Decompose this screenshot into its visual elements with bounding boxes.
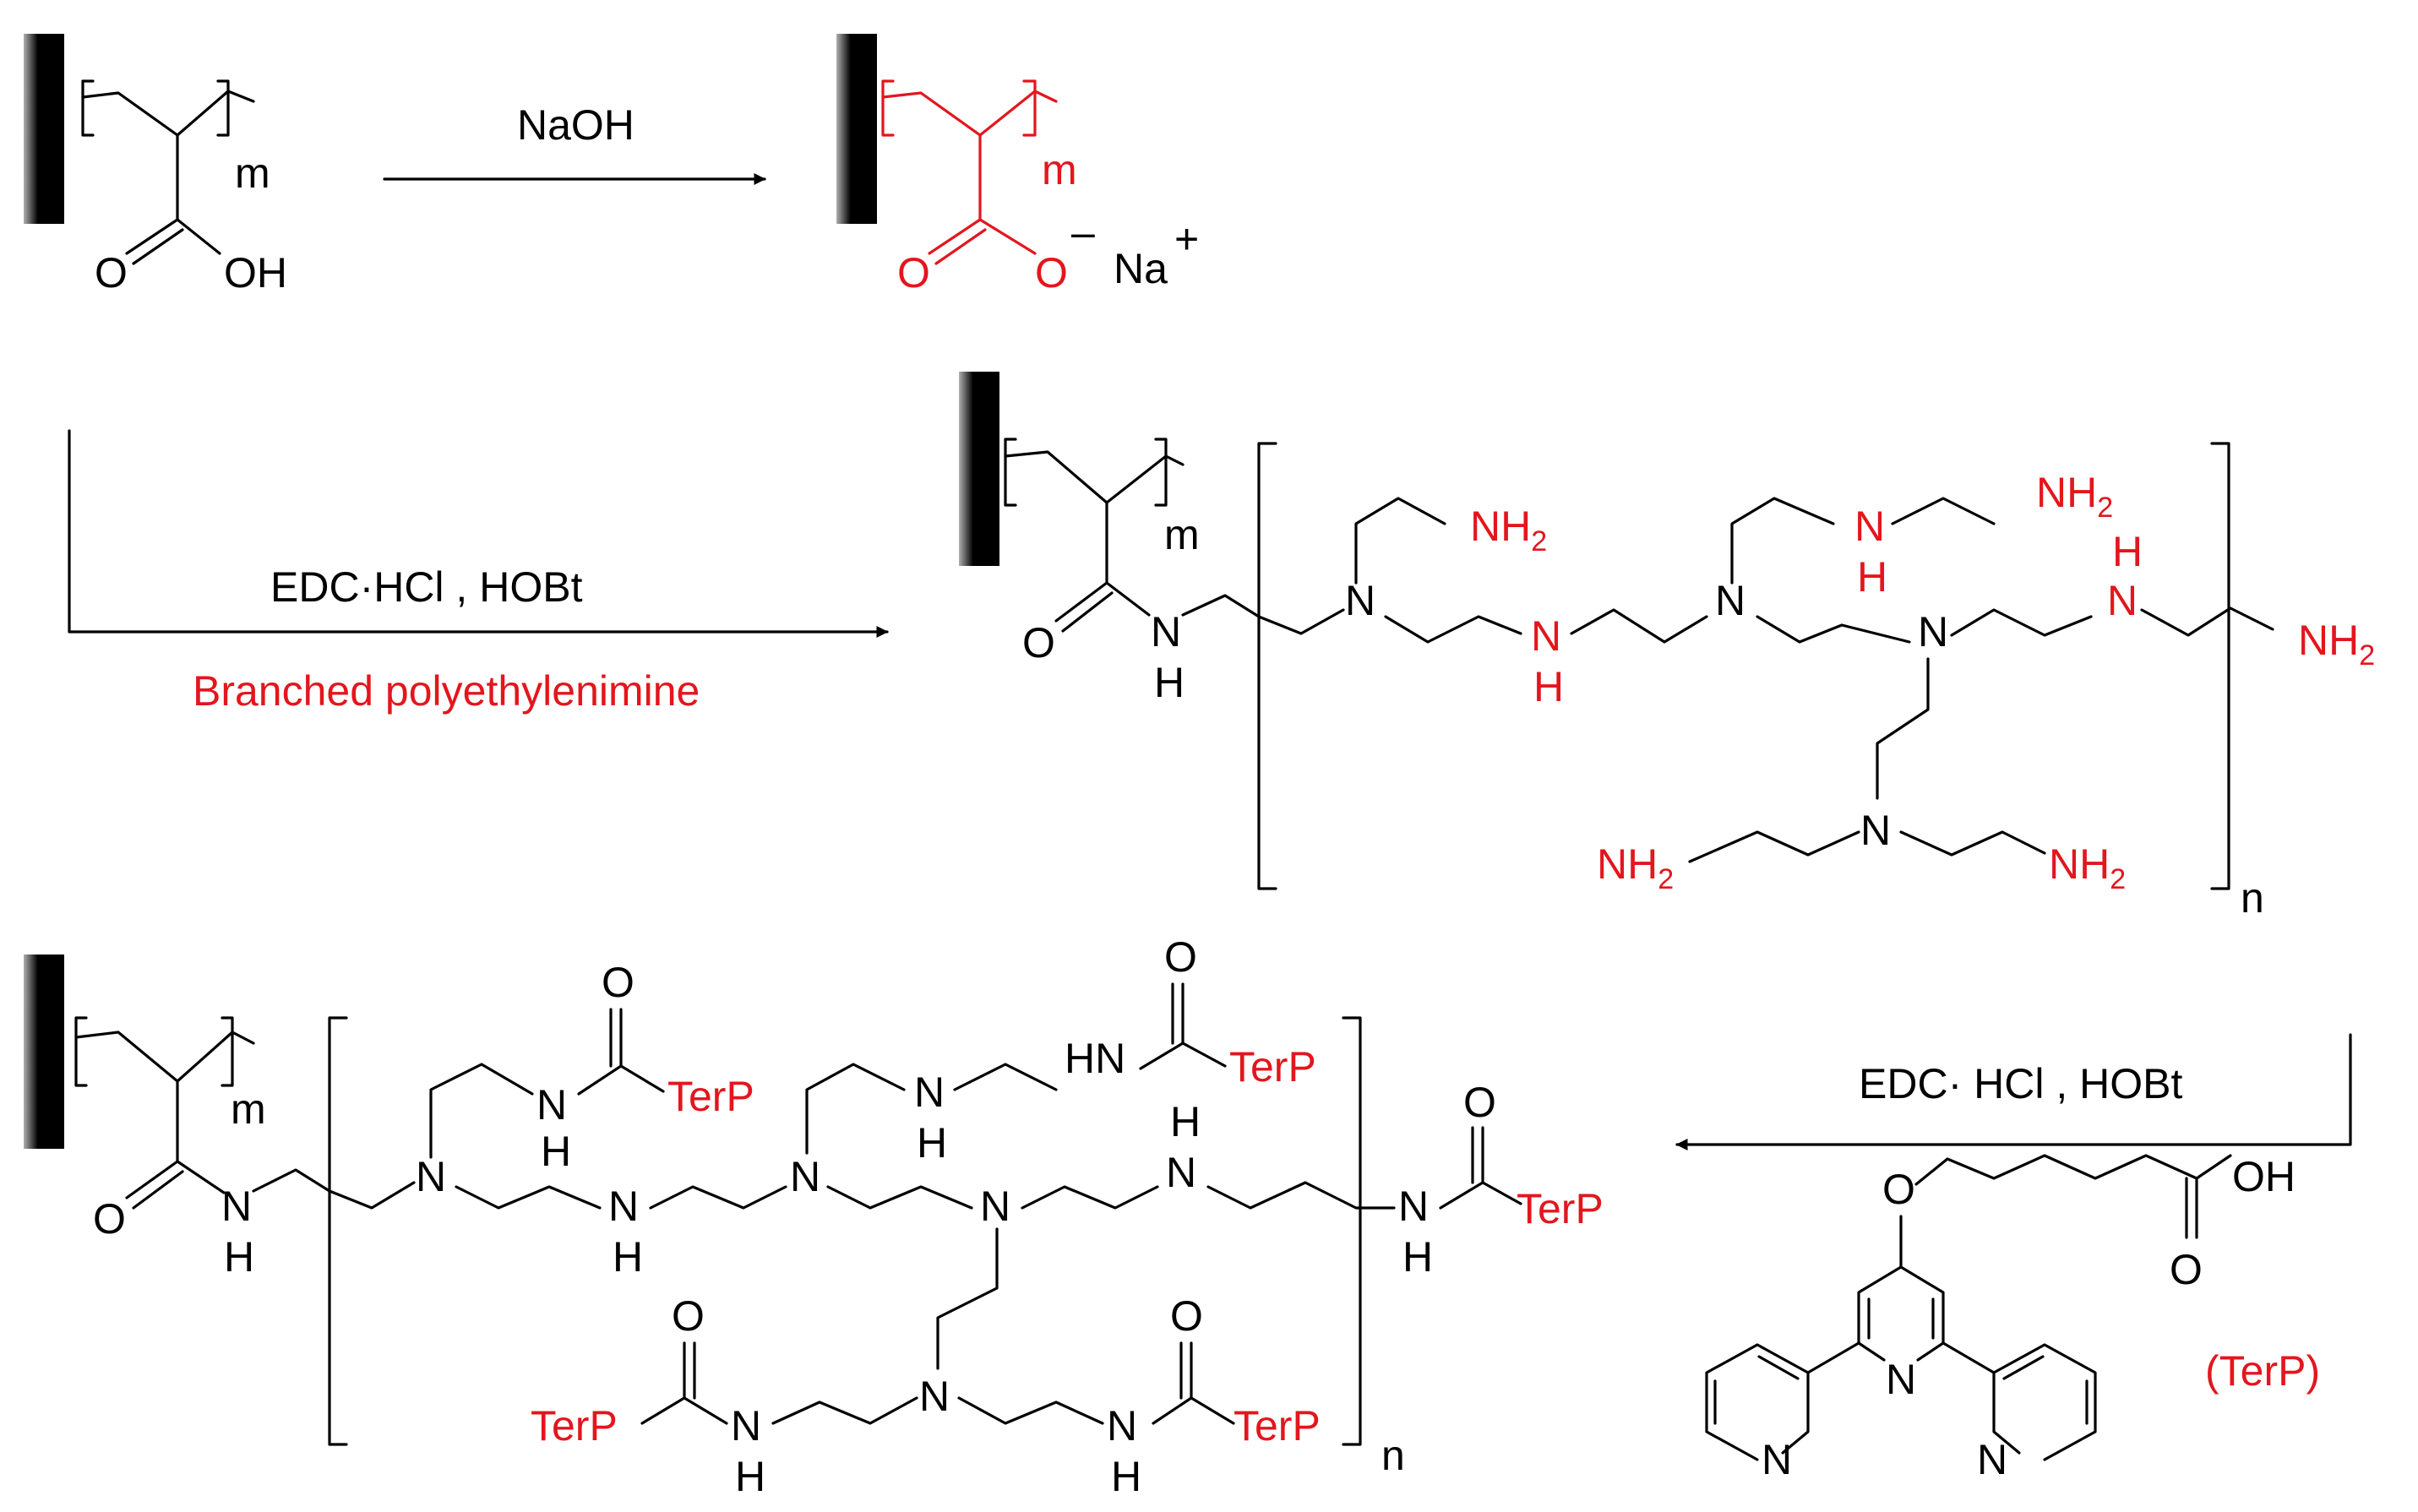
terp-pei-h-amide-8: H	[1402, 1233, 1433, 1281]
terp-pei-h-amide-11: H	[1111, 1453, 1141, 1500]
terp-group-2: TerP	[1229, 1043, 1316, 1090]
reagent-naoh: NaOH	[517, 101, 634, 149]
arrow-naoh: NaOH	[383, 101, 766, 185]
terp-pei-h-amide-1: H	[541, 1128, 571, 1175]
charge-plus: +	[1174, 215, 1199, 263]
carbonyl-o-1: O	[95, 249, 128, 296]
terp-group-4: TerP	[531, 1402, 618, 1449]
terp-pei-n-3: N	[790, 1153, 820, 1200]
terp-pei-n-1: N	[416, 1153, 446, 1200]
pei-nh-3: N	[2107, 577, 2138, 624]
terp-pei-n-amide-11: N	[1107, 1402, 1137, 1449]
terp-pei-h-amide-10: H	[735, 1453, 765, 1500]
terp-acid-oh: OH	[2232, 1153, 2295, 1200]
surface-bar	[836, 34, 877, 224]
pei-h-2: H	[1857, 553, 1887, 601]
pei-nh-1: N	[1531, 612, 1561, 660]
terp-pei-h-2: H	[613, 1233, 643, 1281]
pei-nh2-2: NH2	[2036, 469, 2113, 524]
terp-pei-n-amide-8: N	[1398, 1183, 1429, 1230]
terp-n-left: N	[1762, 1436, 1792, 1483]
index-m-2: m	[1042, 146, 1077, 193]
carbonyl-o-2: O	[897, 249, 930, 296]
terp-pei-n-4: N	[914, 1069, 945, 1116]
sodium: Na	[1114, 245, 1168, 292]
pei-nh-2: N	[1854, 503, 1885, 550]
amide-n-3: N	[1151, 608, 1181, 655]
paa-pei-terp-structure: m O N H n N N H O TerP N H N N H HN O	[24, 933, 1604, 1500]
terp-pei-n-7-h: H	[1170, 1098, 1201, 1145]
arrow-pei-coupling: EDC·HCl , HOBt Branched polyethylenimine	[68, 429, 889, 715]
index-m-4: m	[231, 1085, 266, 1133]
terp-ether-o: O	[1882, 1166, 1915, 1213]
reagent-branched-pei: Branched polyethylenimine	[193, 667, 700, 715]
amide-h-4: H	[224, 1233, 254, 1281]
amide-n-4: N	[221, 1183, 252, 1230]
pei-nh2-4: NH2	[1597, 840, 1674, 895]
terp-n-right: N	[1977, 1436, 2007, 1483]
pei-nh2-3: NH2	[2298, 617, 2375, 672]
terp-n-center: N	[1886, 1356, 1916, 1403]
carboxylate-o: O	[1035, 249, 1068, 296]
charge-minus: –	[1071, 209, 1095, 256]
carbonyl-o-3: O	[1022, 619, 1055, 666]
terp-acid-o: O	[2170, 1246, 2203, 1293]
terp-pei-n-amide-10: N	[731, 1402, 761, 1449]
reagent-edc-hobt-1: EDC·HCl , HOBt	[270, 563, 583, 611]
pei-n-3: N	[1918, 608, 1948, 655]
sodium-polyacrylate-structure: m O O – Na +	[836, 34, 1199, 296]
terp-carbonyl-o-5: O	[1170, 1292, 1203, 1340]
terp-pei-hn-5: HN	[1065, 1035, 1125, 1082]
terp-group-5: TerP	[1234, 1402, 1321, 1449]
terp-reagent: O OH O N N N (TerP)	[1705, 1153, 2320, 1483]
arrow-terp-coupling: EDC· HCl , HOBt	[1675, 1033, 2352, 1150]
pei-h-1: H	[1533, 663, 1564, 710]
terp-carbonyl-o-4: O	[672, 1292, 705, 1340]
terp-pei-n-amide-1: N	[536, 1081, 567, 1129]
terp-carbonyl-o-2: O	[1164, 933, 1197, 981]
paa-pei-structure: m O N H n N NH2 N H N N H NH2 N H N NH2	[959, 372, 2375, 922]
pei-n-1: N	[1345, 577, 1375, 624]
paa-structure: m O OH	[24, 34, 287, 296]
surface-bar	[24, 34, 64, 224]
surface-bar	[959, 372, 999, 566]
reagent-edc-hobt-2: EDC· HCl , HOBt	[1859, 1060, 2182, 1107]
pei-nh2-5: NH2	[2049, 840, 2126, 895]
carbonyl-o-4: O	[93, 1195, 126, 1243]
terp-carbonyl-o-3: O	[1463, 1079, 1496, 1126]
terp-pei-n-6: N	[980, 1183, 1010, 1230]
terp-pei-n-2: N	[608, 1183, 639, 1230]
index-m-1: m	[235, 150, 270, 197]
terp-pei-n-7: N	[1166, 1149, 1196, 1196]
terp-group-1: TerP	[667, 1073, 754, 1120]
terp-group-3: TerP	[1517, 1185, 1604, 1232]
index-n-4: n	[1381, 1432, 1405, 1479]
terp-pei-n-9: N	[919, 1373, 950, 1420]
index-m-3: m	[1164, 511, 1200, 558]
pei-nh2-1: NH2	[1470, 503, 1547, 557]
index-n-3: n	[2241, 874, 2264, 922]
surface-bar	[24, 955, 64, 1149]
terp-pei-h-4: H	[917, 1119, 947, 1167]
terp-label: (TerP)	[2205, 1347, 2320, 1395]
pei-n-4: N	[1860, 807, 1891, 854]
hydroxyl-1: OH	[224, 249, 287, 296]
pei-nh-3-h: H	[2112, 528, 2143, 575]
terp-carbonyl-o-1: O	[602, 959, 634, 1006]
pei-n-2: N	[1715, 577, 1745, 624]
amide-h-3: H	[1154, 659, 1184, 706]
